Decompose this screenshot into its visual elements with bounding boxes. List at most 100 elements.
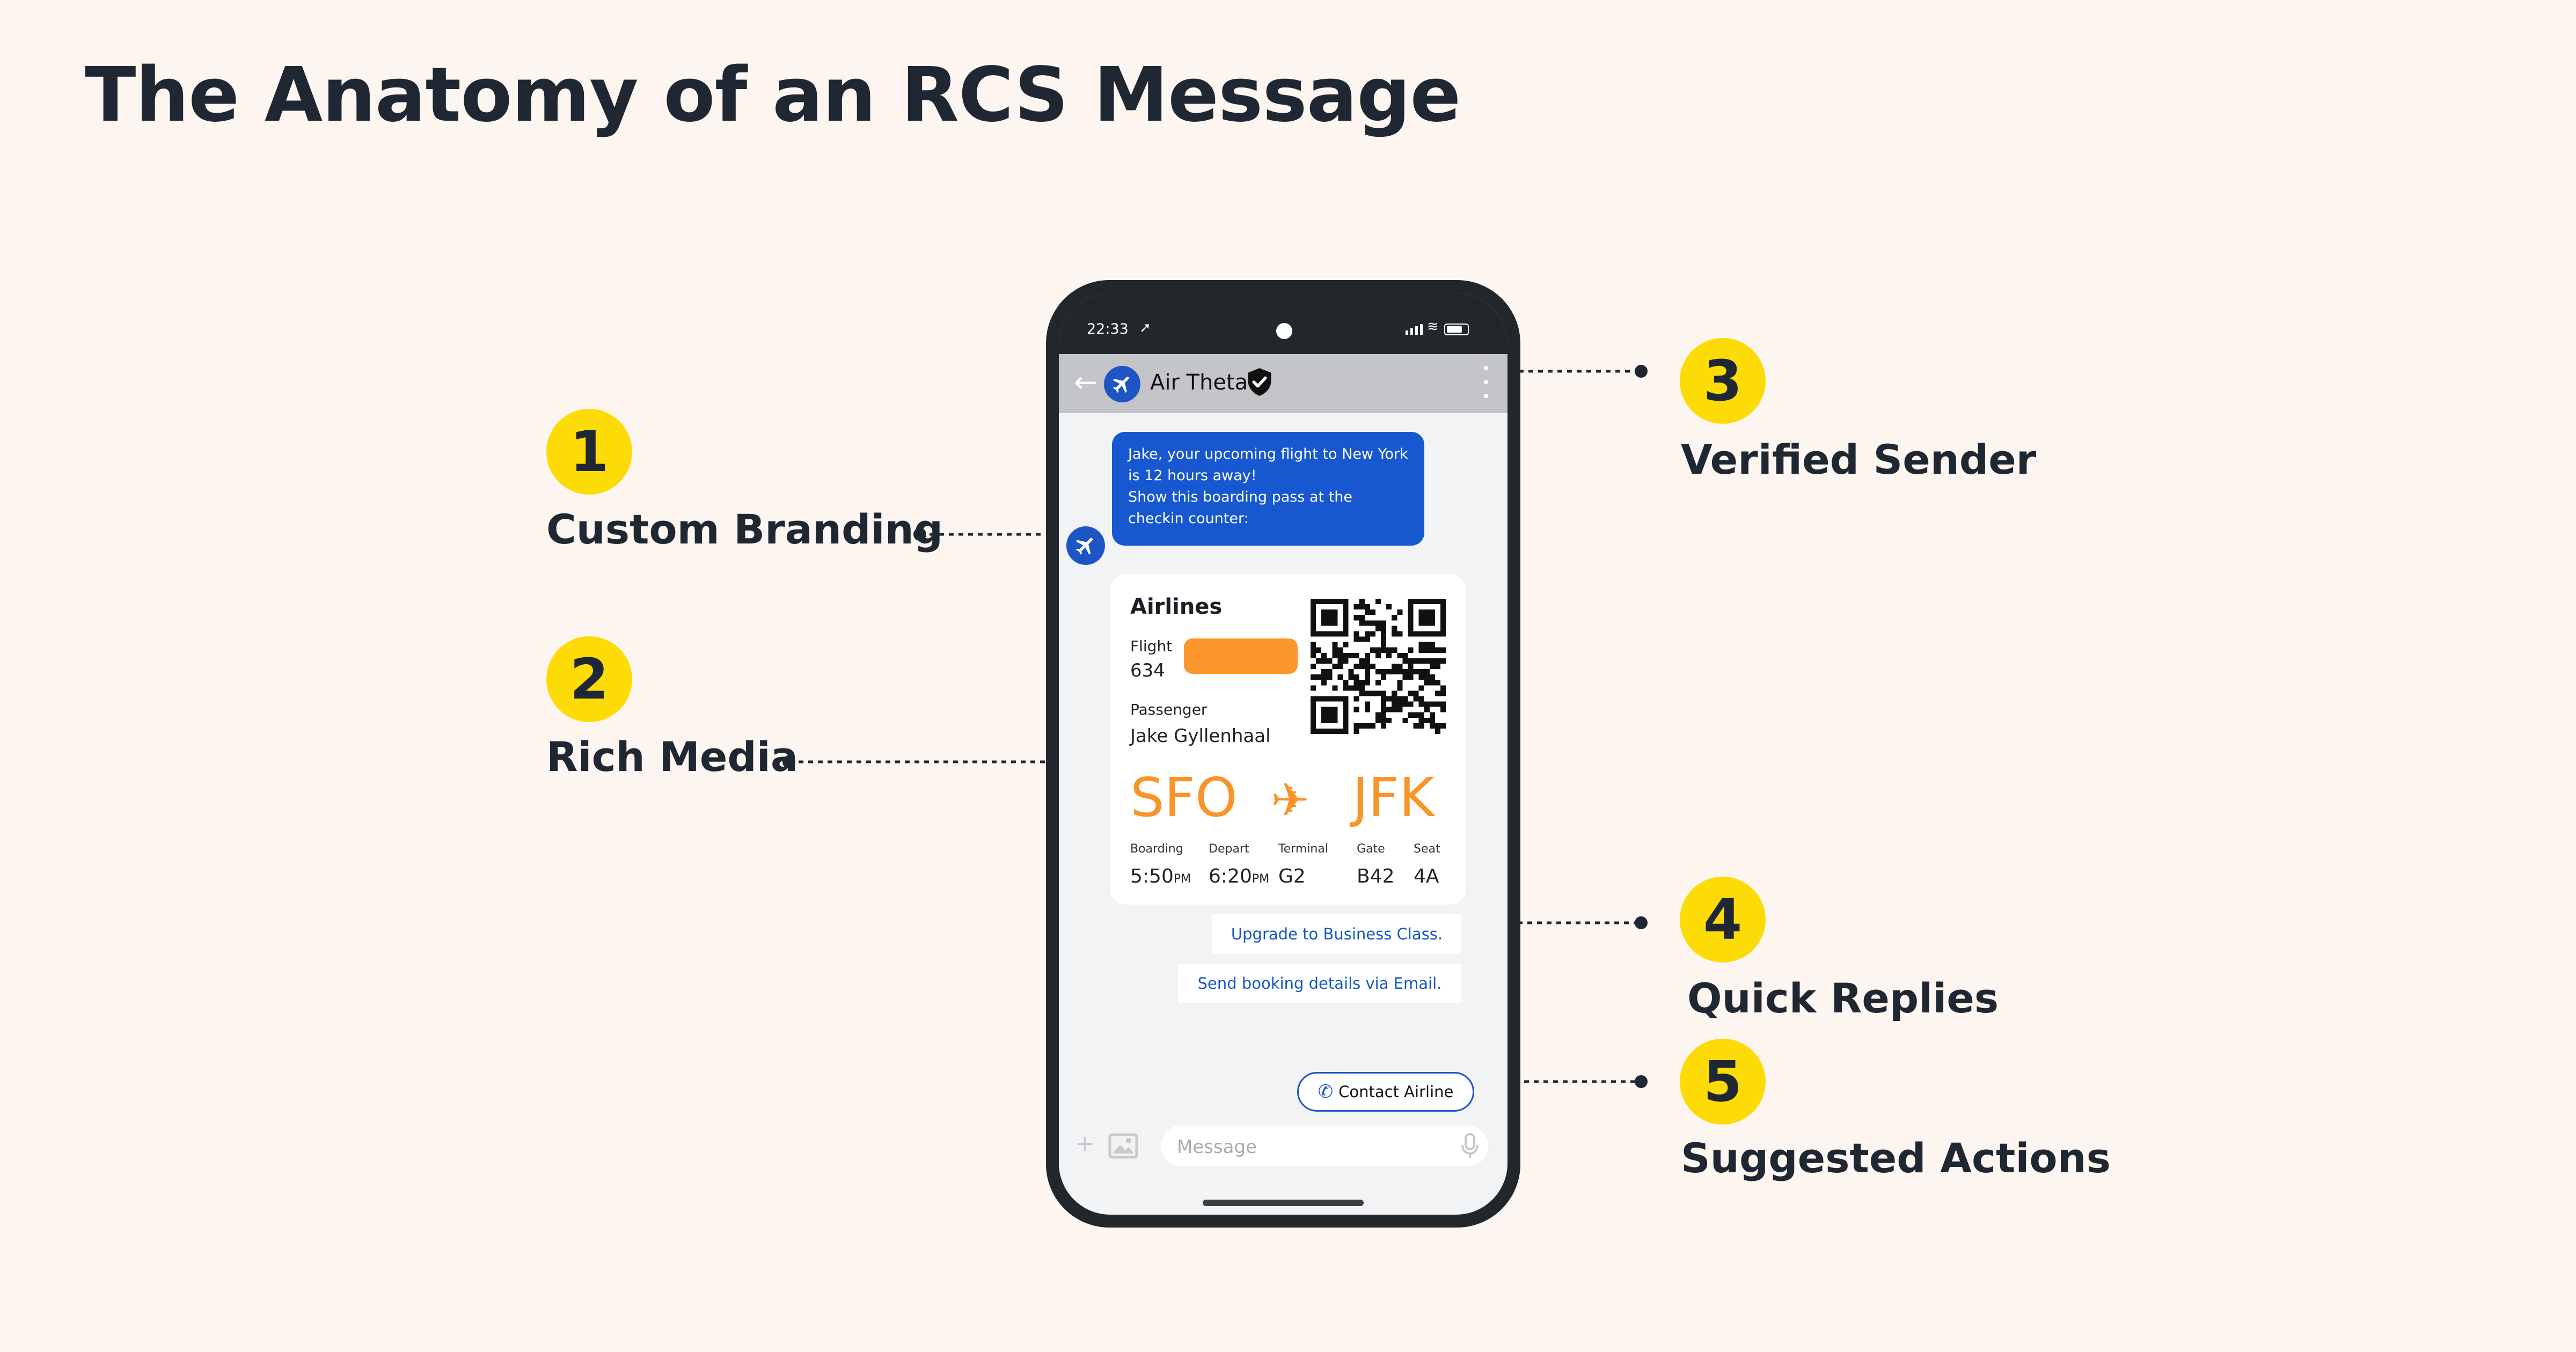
qr-module	[1381, 707, 1387, 712]
qr-module	[1337, 696, 1343, 702]
qr-module	[1321, 717, 1327, 723]
qr-module	[1424, 615, 1430, 621]
qr-module	[1381, 690, 1387, 696]
quick-reply-upgrade[interactable]: Upgrade to Business Class.	[1212, 914, 1461, 954]
qr-module	[1337, 631, 1343, 637]
qr-module	[1440, 599, 1446, 605]
qr-module	[1397, 696, 1403, 702]
qr-module	[1381, 631, 1387, 637]
qr-module	[1424, 642, 1430, 648]
qr-module	[1321, 680, 1327, 686]
qr-module	[1440, 609, 1446, 615]
qr-module	[1397, 701, 1403, 707]
qr-module	[1413, 669, 1419, 675]
detail-seat: Seat 4A	[1414, 842, 1440, 887]
suggested-action-contact-airline[interactable]: ✆ Contact Airline	[1297, 1072, 1474, 1112]
qr-module	[1316, 696, 1322, 702]
more-vertical-icon[interactable]	[1484, 366, 1489, 398]
qr-module	[1343, 642, 1349, 648]
qr-module	[1424, 669, 1430, 675]
qr-module	[1392, 701, 1397, 707]
connector-dot	[1635, 365, 1648, 378]
qr-module	[1327, 696, 1333, 702]
qr-module	[1311, 685, 1316, 691]
home-indicator[interactable]	[1203, 1200, 1364, 1206]
qr-module	[1370, 631, 1375, 637]
status-time: 22:33	[1087, 321, 1129, 337]
qr-module	[1429, 631, 1435, 637]
qr-module	[1424, 599, 1430, 605]
qr-module	[1359, 685, 1365, 691]
qr-module	[1321, 728, 1327, 734]
qr-module	[1332, 647, 1338, 653]
mic-icon[interactable]	[1459, 1132, 1481, 1160]
qr-module	[1343, 723, 1349, 729]
qr-module	[1348, 669, 1354, 675]
page-title: The Anatomy of an RCS Message	[85, 52, 1461, 139]
message-input-placeholder: Message	[1177, 1136, 1257, 1158]
qr-module	[1343, 707, 1349, 712]
qr-module	[1408, 669, 1414, 675]
qr-module	[1311, 631, 1316, 637]
qr-module	[1435, 728, 1440, 734]
redacted-field	[1184, 638, 1298, 674]
qr-module	[1424, 701, 1430, 707]
qr-module	[1337, 674, 1343, 680]
qr-module	[1321, 707, 1327, 712]
callout-label-suggested-actions: Suggested Actions	[1681, 1134, 2111, 1182]
qr-module	[1418, 620, 1424, 626]
qr-module	[1375, 680, 1381, 686]
qr-module	[1359, 636, 1365, 642]
qr-module	[1375, 669, 1381, 675]
qr-module	[1402, 696, 1408, 702]
detail-label: Depart	[1209, 842, 1249, 856]
qr-module	[1311, 620, 1316, 626]
qr-module	[1359, 615, 1365, 621]
qr-module	[1364, 707, 1370, 712]
qr-module	[1353, 723, 1359, 729]
qr-module	[1353, 680, 1359, 686]
qr-module	[1311, 663, 1316, 670]
qr-module	[1386, 696, 1392, 702]
qr-module	[1311, 701, 1316, 707]
qr-module	[1353, 707, 1359, 712]
qr-module	[1353, 636, 1359, 642]
qr-module	[1353, 696, 1359, 702]
qr-module	[1418, 723, 1424, 729]
qr-module	[1418, 685, 1424, 691]
qr-module	[1332, 652, 1338, 658]
qr-module	[1311, 615, 1316, 621]
qr-module	[1332, 717, 1338, 723]
qr-module	[1440, 615, 1446, 621]
callout-badge-4: 4	[1680, 877, 1766, 962]
qr-module	[1348, 674, 1354, 680]
qr-module	[1364, 690, 1370, 696]
qr-module	[1392, 626, 1397, 631]
detail-depart: Depart 6:20PM	[1209, 842, 1269, 887]
message-input[interactable]: Message	[1161, 1126, 1488, 1166]
qr-module	[1397, 663, 1403, 670]
qr-module	[1321, 674, 1327, 680]
qr-module	[1321, 609, 1327, 615]
callout-badge-1: 1	[546, 409, 632, 495]
qr-module	[1408, 701, 1414, 707]
qr-module	[1343, 685, 1349, 691]
qr-module	[1321, 599, 1327, 605]
qr-module	[1392, 669, 1397, 675]
qr-module	[1429, 680, 1435, 686]
qr-module	[1408, 609, 1414, 615]
qr-module	[1327, 669, 1333, 675]
detail-boarding: Boarding 5:50PM	[1130, 842, 1191, 887]
plus-icon[interactable]: +	[1075, 1130, 1095, 1157]
image-icon[interactable]	[1108, 1133, 1138, 1159]
boarding-pass-card[interactable]: Airlines Flight 634 Passenger Jake Gylle…	[1110, 574, 1466, 905]
back-arrow-icon[interactable]: ←	[1074, 366, 1097, 399]
qr-module	[1429, 701, 1435, 707]
qr-module	[1392, 707, 1397, 712]
qr-module	[1429, 642, 1435, 648]
qr-module	[1311, 604, 1316, 610]
qr-module	[1397, 680, 1403, 686]
qr-module	[1359, 690, 1365, 696]
quick-reply-email[interactable]: Send booking details via Email.	[1178, 964, 1461, 1003]
qr-module	[1402, 658, 1408, 664]
